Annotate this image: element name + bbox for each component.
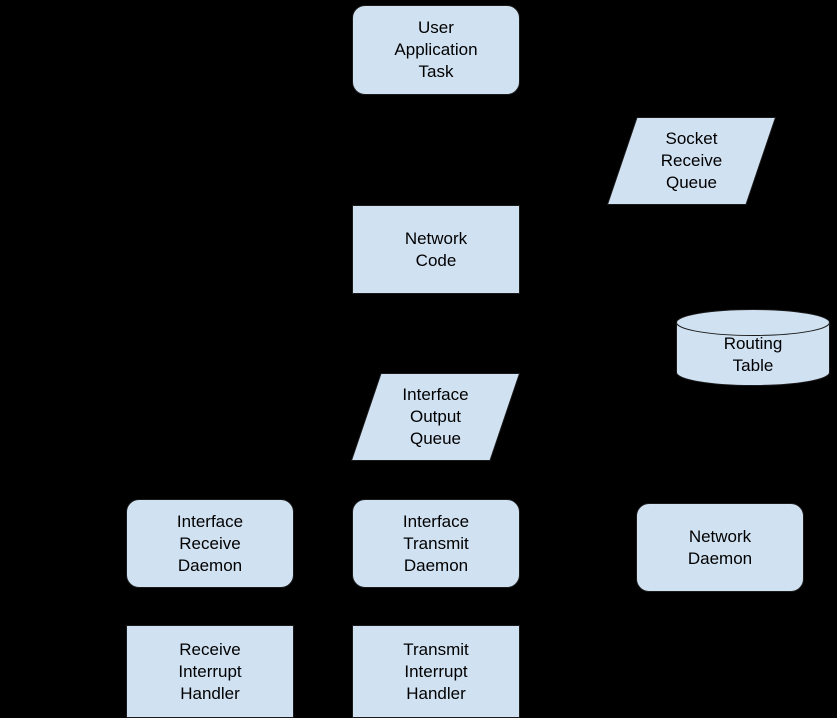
node-label-interface-receive-daemon: Interface Receive Daemon <box>176 511 244 575</box>
node-label-interface-output-queue: Interface Output Queue <box>402 385 469 448</box>
node-user-application-task[interactable]: User Application Task <box>352 5 520 95</box>
node-label-network-daemon: Network Daemon <box>687 526 753 568</box>
node-label-network-code: Network Code <box>404 228 468 270</box>
node-label-receive-interrupt-handler: Receive Interrupt Handler <box>178 639 242 703</box>
node-label-interface-transmit-daemon: Interface Transmit Daemon <box>402 511 470 575</box>
node-label-routing-table: Routing Table <box>723 333 783 375</box>
node-interface-transmit-daemon[interactable]: Interface Transmit Daemon <box>352 499 520 588</box>
cylinder-shape <box>676 309 830 386</box>
node-label-transmit-interrupt-handler: Transmit Interrupt Handler <box>403 639 469 703</box>
node-receive-interrupt-handler[interactable]: Receive Interrupt Handler <box>126 625 294 718</box>
parallelogram-shape <box>607 117 776 205</box>
parallelogram-shape <box>351 373 520 461</box>
node-socket-receive-queue[interactable]: Socket Receive Queue <box>607 117 776 205</box>
node-transmit-interrupt-handler[interactable]: Transmit Interrupt Handler <box>352 625 520 718</box>
node-label-socket-receive-queue: Socket Receive Queue <box>660 129 723 192</box>
node-interface-receive-daemon[interactable]: Interface Receive Daemon <box>126 499 294 588</box>
node-network-code[interactable]: Network Code <box>352 205 520 294</box>
node-label-user-application-task: User Application Task <box>394 18 478 81</box>
node-routing-table[interactable]: Routing Table <box>676 309 830 386</box>
node-network-daemon[interactable]: Network Daemon <box>636 503 804 592</box>
node-interface-output-queue[interactable]: Interface Output Queue <box>351 373 520 461</box>
